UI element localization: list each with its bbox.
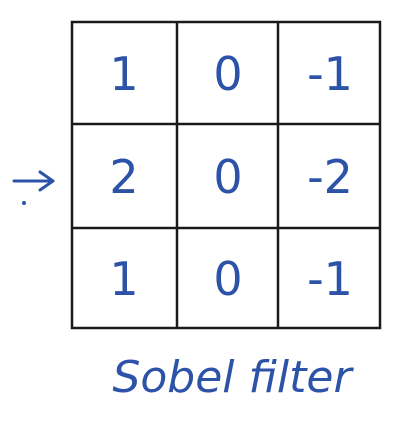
cell-r2-c2: -1 (307, 252, 353, 306)
cell-r2-c0: 1 (109, 252, 138, 306)
caption: Sobel filter (112, 352, 354, 403)
filter-values: 1 0 -1 2 0 -2 1 0 -1 (109, 47, 353, 306)
filter-grid (70, 20, 382, 330)
cell-r1-c1: 0 (213, 150, 242, 204)
cell-r0-c0: 1 (109, 47, 138, 101)
cell-r2-c1: 0 (213, 252, 242, 306)
grid-border (70, 20, 382, 330)
arrow-dot (22, 201, 26, 205)
cell-r1-c2: -2 (307, 150, 353, 204)
right-arrow-icon (12, 170, 55, 205)
cell-r0-c2: -1 (307, 47, 353, 101)
cell-r1-c0: 2 (109, 150, 138, 204)
cell-r0-c1: 0 (213, 47, 242, 101)
